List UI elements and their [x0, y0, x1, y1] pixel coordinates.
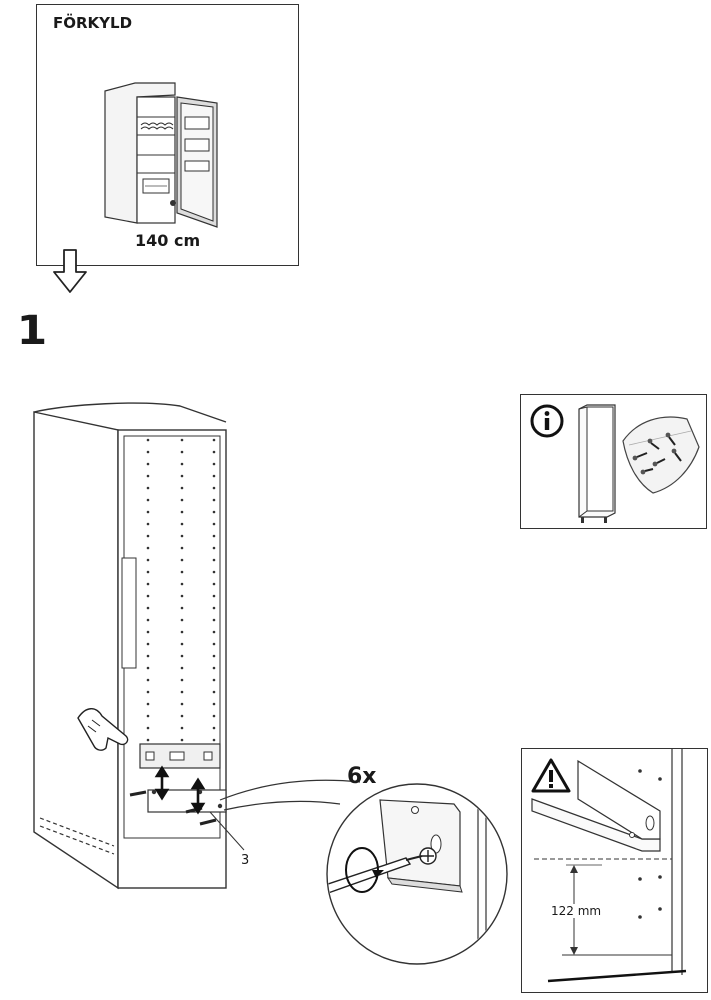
step-number: 1 — [16, 308, 48, 354]
info-icon — [530, 404, 564, 438]
product-height-label: 140 cm — [135, 231, 201, 250]
bracket-height-illustration — [531, 749, 687, 983]
fridge-illustration — [104, 82, 218, 228]
detail-magnifier — [219, 779, 508, 965]
warning-icon — [531, 758, 571, 793]
cabinet-illustration — [33, 402, 227, 890]
bracket-height-measurement: 122 mm — [550, 904, 603, 918]
cabinet-frame-illustration — [578, 404, 616, 523]
callout-number: 3 — [241, 853, 250, 868]
callout-leader-line — [209, 811, 245, 851]
info-box — [520, 394, 707, 529]
warning-box: 122 mm — [521, 748, 708, 993]
fittings-bag-illustration — [622, 416, 700, 494]
product-title: FÖRKYLD — [53, 14, 133, 32]
down-arrow-icon — [53, 249, 87, 293]
product-box: FÖRKYLD 140 cm — [36, 4, 299, 266]
quantity-label: 6x — [347, 764, 377, 789]
